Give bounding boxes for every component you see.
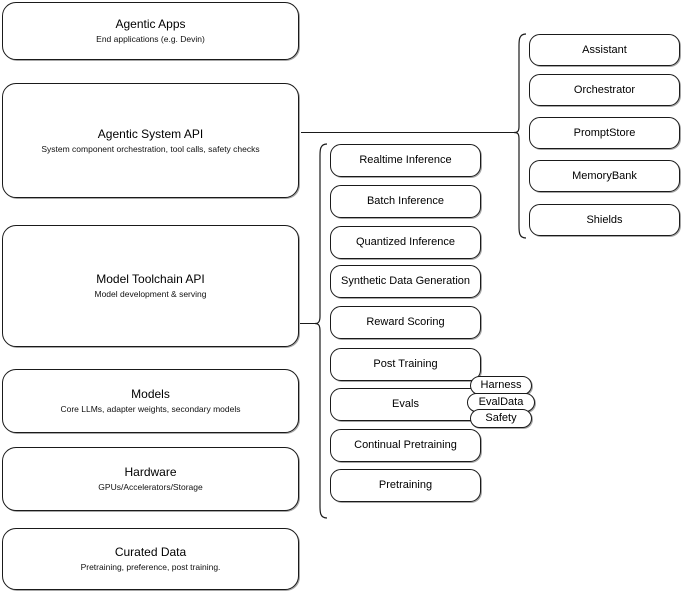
stack-layer-curated-data[interactable]: Curated Data Pretraining, preference, po… — [2, 528, 299, 590]
system-component-promptstore[interactable]: PromptStore — [529, 117, 680, 149]
capability-reward-scoring[interactable]: Reward Scoring — [330, 306, 481, 339]
stack-layer-subtitle: GPUs/Accelerators/Storage — [98, 482, 203, 492]
capability-label: Reward Scoring — [366, 316, 445, 328]
system-component-label: MemoryBank — [572, 169, 637, 182]
capability-label: Post Training — [373, 358, 438, 370]
capability-label: Batch Inference — [366, 195, 445, 207]
stack-layer-models[interactable]: Models Core LLMs, adapter weights, secon… — [2, 369, 299, 433]
stack-layer-subtitle: Model development & serving — [94, 289, 207, 299]
stack-layer-subtitle: Core LLMs, adapter weights, secondary mo… — [60, 404, 241, 414]
capability-label: Pretraining — [378, 479, 433, 491]
stack-layer-agentic-apps[interactable]: Agentic Apps End applications (e.g. Devi… — [2, 2, 299, 60]
capability-label: Synthetic Data Generation — [340, 275, 471, 287]
capability-post-training[interactable]: Post Training — [330, 348, 481, 381]
capability-label: Continual Pretraining — [354, 439, 457, 451]
capability-label: Realtime Inference — [359, 154, 452, 166]
system-component-label: Orchestrator — [573, 83, 636, 96]
evals-tag-safety[interactable]: Safety — [470, 409, 532, 428]
stack-layer-title: Agentic System API — [97, 126, 204, 141]
capability-continual-pretraining[interactable]: Continual Pretraining — [330, 429, 481, 462]
stack-layer-title: Hardware — [124, 465, 177, 479]
capability-quantized-inference[interactable]: Quantized Inference — [330, 226, 481, 259]
capability-synthetic-data-generation[interactable]: Synthetic Data Generation — [330, 265, 481, 298]
capability-pretraining[interactable]: Pretraining — [330, 469, 481, 502]
system-component-orchestrator[interactable]: Orchestrator — [529, 74, 680, 106]
system-component-memorybank[interactable]: MemoryBank — [529, 160, 680, 192]
system-component-shields[interactable]: Shields — [529, 204, 680, 236]
evals-tag-label: Harness — [480, 379, 522, 391]
system-component-label: Shields — [586, 213, 623, 226]
stack-layer-subtitle: Pretraining, preference, post training. — [80, 562, 221, 572]
system-component-assistant[interactable]: Assistant — [529, 34, 680, 66]
capability-batch-inference[interactable]: Batch Inference — [330, 185, 481, 218]
capability-label: Evals — [392, 398, 419, 410]
stack-layer-title: Model Toolchain API — [96, 272, 205, 286]
capability-evals[interactable]: Evals — [330, 388, 481, 421]
system-component-label: PromptStore — [573, 126, 636, 139]
evals-tag-label: EvalData — [478, 396, 524, 408]
stack-layer-title: Models — [131, 387, 170, 401]
evals-tag-label: Safety — [485, 412, 517, 424]
stack-layer-title: Agentic Apps — [115, 17, 186, 31]
system-component-label: Assistant — [582, 43, 627, 56]
stack-layer-subtitle: End applications (e.g. Devin) — [96, 34, 205, 44]
stack-layer-subtitle: System component orchestration, tool cal… — [41, 143, 260, 154]
stack-layer-model-toolchain-api[interactable]: Model Toolchain API Model development & … — [2, 225, 299, 347]
stack-layer-hardware[interactable]: Hardware GPUs/Accelerators/Storage — [2, 447, 299, 511]
capability-realtime-inference[interactable]: Realtime Inference — [330, 144, 481, 177]
capability-label: Quantized Inference — [355, 236, 456, 248]
stack-layer-title: Curated Data — [114, 545, 187, 559]
stack-layer-agentic-system-api[interactable]: Agentic System API System component orch… — [2, 83, 299, 198]
